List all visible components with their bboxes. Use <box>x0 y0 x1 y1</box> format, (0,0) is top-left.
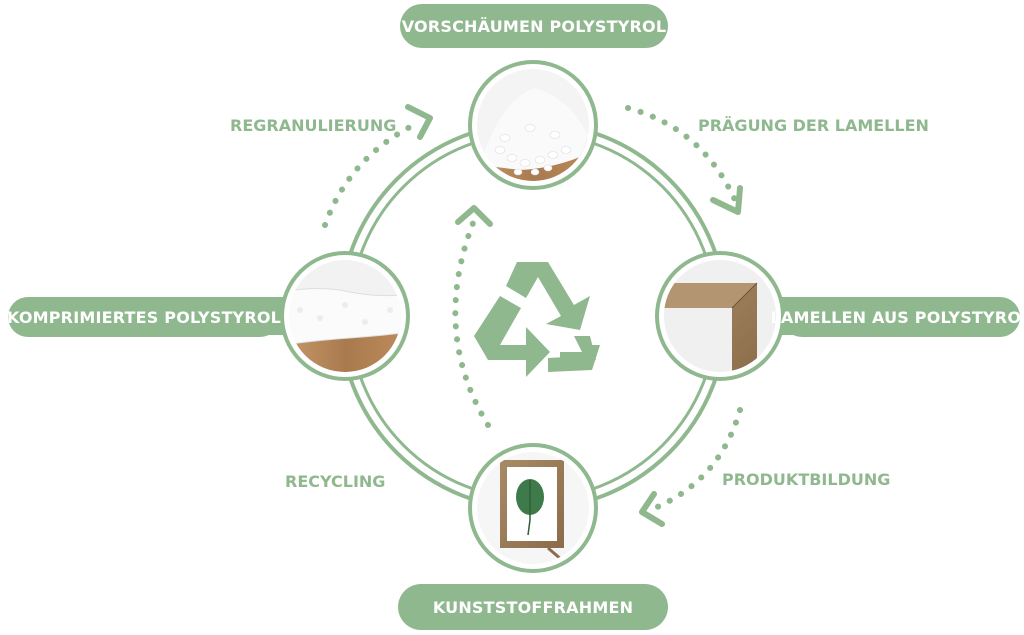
dotted-arrow-bottom-right <box>639 407 743 527</box>
image-plastic-frame <box>468 443 598 573</box>
dotted-arrow-top-left <box>322 104 433 228</box>
step-label-top-left: REGRANULIERUNG <box>230 116 397 135</box>
step-label-bottom-right: PRODUKTBILDUNG <box>722 470 891 489</box>
dotted-arrow-inner <box>452 205 493 428</box>
image-compressed-polystyrene <box>280 251 410 381</box>
stage-pill-right: LAMELLEN AUS POLYSTYROL <box>770 297 1024 337</box>
stage-pill-top: VORSCHÄUMEN POLYSTYROL <box>400 4 668 48</box>
stage-pill-left: KOMPRIMIERTES POLYSTYROL <box>7 297 281 337</box>
stage-pill-bottom: KUNSTSTOFFRAHMEN <box>398 584 668 630</box>
image-polystyrene-pellets <box>468 60 598 190</box>
recycle-icon <box>474 262 600 377</box>
image-frame-moulding <box>655 251 785 381</box>
step-label-top-right: PRÄGUNG DER LAMELLEN <box>698 116 929 135</box>
step-label-bottom-left: RECYCLING <box>285 472 386 491</box>
dotted-arrow-top-right <box>625 105 743 215</box>
